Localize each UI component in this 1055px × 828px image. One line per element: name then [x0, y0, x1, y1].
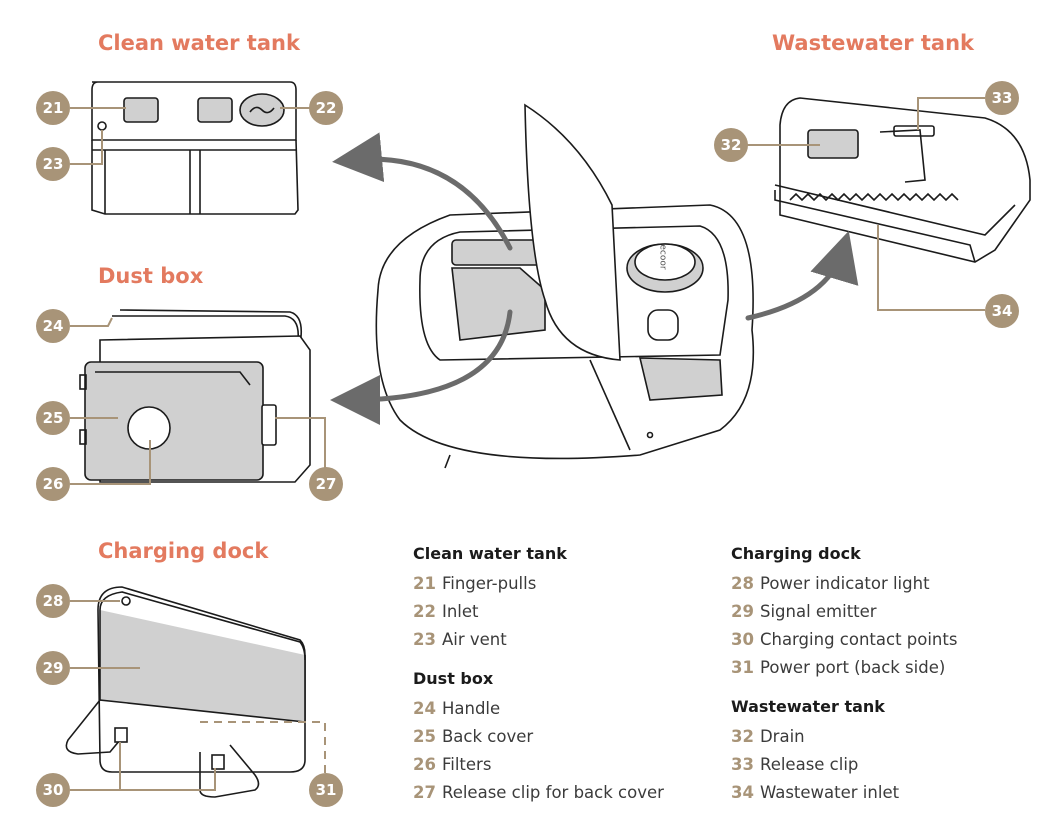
dust-box-illustration: [79, 309, 311, 483]
legend-item: 29 Signal emitter: [731, 598, 957, 626]
legend-item-label: Release clip for back cover: [441, 783, 664, 802]
legend-item: 23 Air vent: [413, 626, 664, 654]
badge-34: 34: [985, 294, 1019, 328]
legend-heading-clean-water-tank: Clean water tank: [413, 544, 567, 563]
legend-item: 32 Drain: [731, 723, 957, 751]
legend-right-column: Charging dock 28 Power indicator light 29…: [731, 543, 957, 821]
badge-30: 30: [36, 773, 70, 807]
charging-dock-illustration: [65, 586, 306, 798]
legend-item: 28 Power indicator light: [731, 570, 957, 598]
legend-item-label: Signal emitter: [759, 602, 877, 621]
legend-item-label: Finger-pulls: [441, 574, 537, 593]
legend-item-number: 25: [413, 727, 436, 746]
badge-31: 31: [309, 773, 343, 807]
legend-list-wastewater-tank: 32 Drain 33 Release clip 34 Wastewater inle…: [731, 723, 957, 807]
flow-arrows: [330, 132, 859, 425]
legend-item: 24 Handle: [413, 695, 664, 723]
leader-lines: [70, 97, 985, 791]
clean-water-tank-illustration: [91, 81, 299, 215]
legend-item-number: 34: [731, 783, 754, 802]
legend-left-column: Clean water tank 21 Finger-pulls 22 Inlet …: [413, 543, 664, 821]
badge-25: 25: [36, 401, 70, 435]
legend-item-number: 26: [413, 755, 436, 774]
badge-24: 24: [36, 309, 70, 343]
badge-29: 29: [36, 651, 70, 685]
legend-item-label: Drain: [759, 727, 805, 746]
legend-item: 25 Back cover: [413, 723, 664, 751]
legend-item: 21 Finger-pulls: [413, 570, 664, 598]
title-dust-box: Dust box: [98, 264, 204, 288]
title-charging-dock: Charging dock: [98, 539, 269, 563]
legend-item-label: Air vent: [441, 630, 507, 649]
badge-33: 33: [985, 81, 1019, 115]
legend-item-number: 24: [413, 699, 436, 718]
legend-item-number: 30: [731, 630, 754, 649]
legend-heading-charging-dock: Charging dock: [731, 544, 861, 563]
legend-item: 33 Release clip: [731, 751, 957, 779]
legend-item-label: Inlet: [441, 602, 479, 621]
legend-heading-dust-box: Dust box: [413, 669, 494, 688]
badge-23: 23: [36, 147, 70, 181]
legend-item-label: Release clip: [759, 755, 859, 774]
legend-item-number: 32: [731, 727, 754, 746]
legend-list-charging-dock: 28 Power indicator light 29 Signal emitter…: [731, 570, 957, 682]
legend-item: 31 Power port (back side): [731, 654, 957, 682]
badge-27: 27: [309, 467, 343, 501]
badge-26: 26: [36, 467, 70, 501]
legend-item: 30 Charging contact points: [731, 626, 957, 654]
badge-21: 21: [36, 91, 70, 125]
legend-item-label: Power indicator light: [759, 574, 930, 593]
legend-item-number: 33: [731, 755, 754, 774]
legend-item-label: Charging contact points: [759, 630, 958, 649]
legend-heading-wastewater-tank: Wastewater tank: [731, 697, 885, 716]
badge-28: 28: [36, 584, 70, 618]
legend-item: 26 Filters: [413, 751, 664, 779]
legend-item-label: Filters: [441, 755, 492, 774]
legend-list-clean-water-tank: 21 Finger-pulls 22 Inlet 23 Air vent: [413, 570, 664, 654]
legend-item-label: Back cover: [441, 727, 534, 746]
legend-item: 34 Wastewater inlet: [731, 779, 957, 807]
legend-item-label: Power port (back side): [759, 658, 946, 677]
legend-item: 22 Inlet: [413, 598, 664, 626]
robot-illustration: [375, 103, 755, 469]
title-clean-water-tank: Clean water tank: [98, 31, 300, 55]
legend-item-number: 22: [413, 602, 436, 621]
legend-item-label: Wastewater inlet: [759, 783, 900, 802]
legend-item-number: 31: [731, 658, 754, 677]
badge-22: 22: [309, 91, 343, 125]
legend-item-number: 27: [413, 783, 436, 802]
legend-list-dust-box: 24 Handle 25 Back cover 26 Filters 27 Releas…: [413, 695, 664, 807]
robot-brand-mark: ecoor: [657, 244, 668, 270]
title-wastewater-tank: Wastewater tank: [772, 31, 975, 55]
legend-item: 27 Release clip for back cover: [413, 779, 664, 807]
legend-item-label: Handle: [441, 699, 501, 718]
legend-item-number: 21: [413, 574, 436, 593]
badge-32: 32: [714, 128, 748, 162]
legend-item-number: 29: [731, 602, 754, 621]
legend-item-number: 23: [413, 630, 436, 649]
wastewater-tank-illustration: [774, 97, 1031, 263]
legend-item-number: 28: [731, 574, 754, 593]
